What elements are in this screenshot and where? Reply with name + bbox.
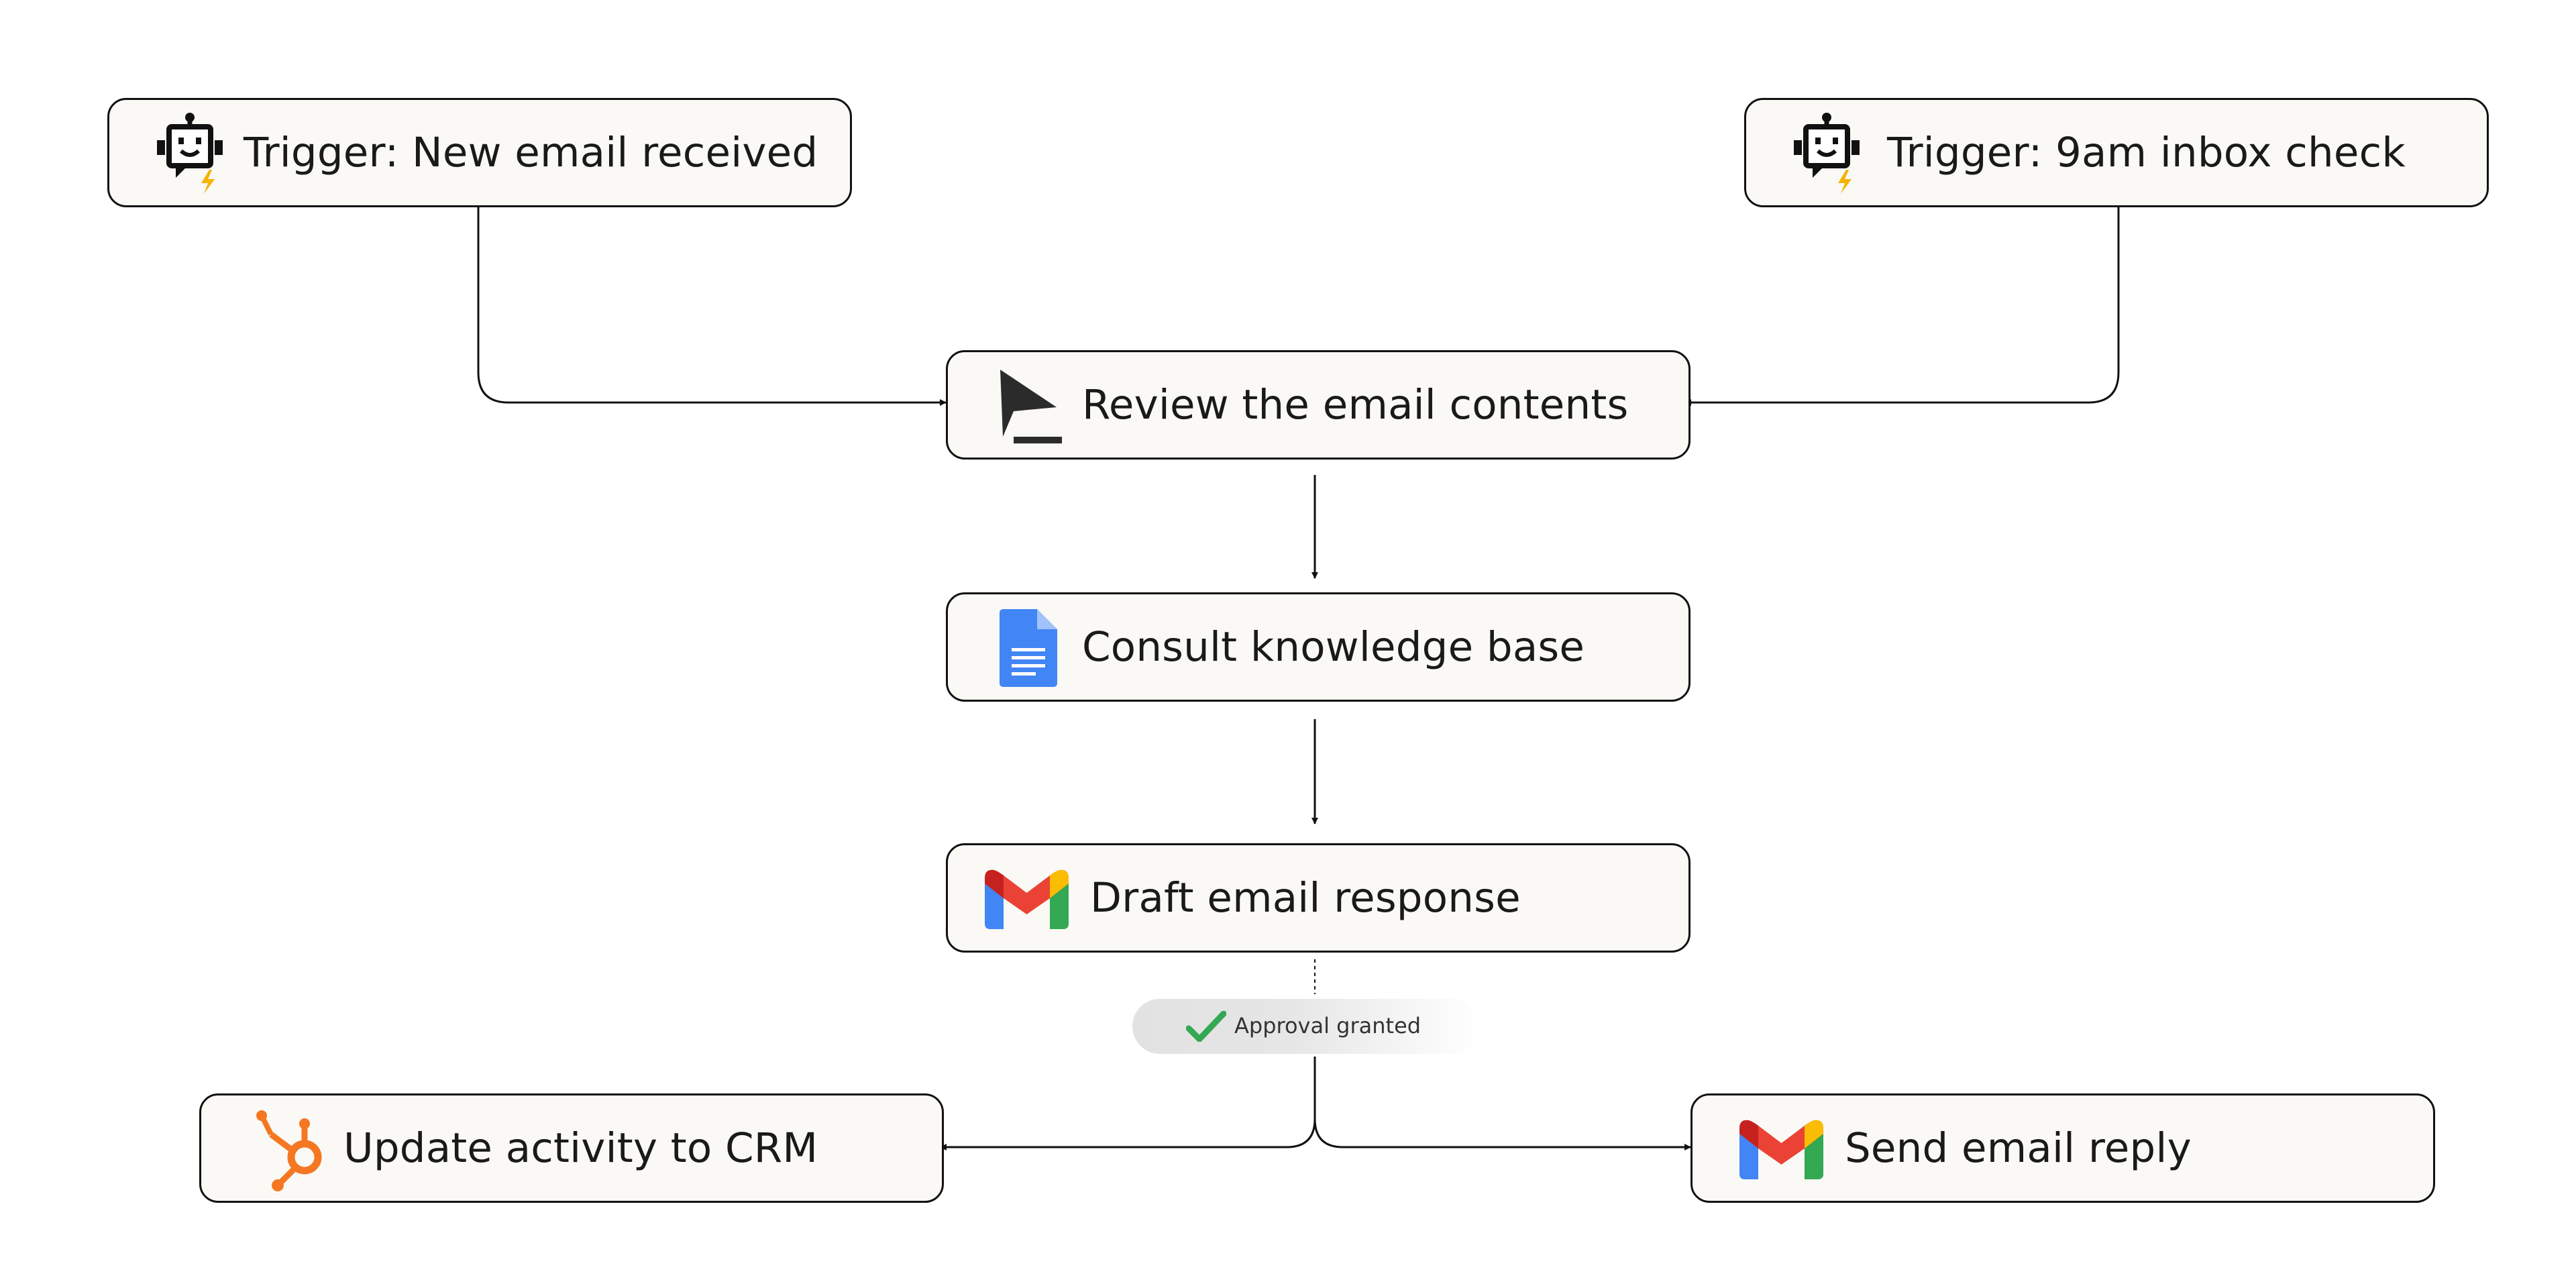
node-review-email[interactable]: Review the email contents <box>946 350 1690 460</box>
node-label: Update activity to CRM <box>343 1124 818 1172</box>
google-docs-icon <box>1000 609 1057 687</box>
agent-cursor-icon <box>1000 370 1062 443</box>
node-send-email-reply[interactable]: Send email reply <box>1690 1093 2435 1203</box>
checkmark-icon <box>1186 1011 1226 1042</box>
node-trigger-new-email[interactable]: Trigger: New email received <box>107 98 852 207</box>
gmail-icon <box>985 869 1069 929</box>
hubspot-icon <box>256 1110 322 1191</box>
node-label: Draft email response <box>1090 874 1521 922</box>
node-label: Review the email contents <box>1082 381 1629 429</box>
node-label: Trigger: 9am inbox check <box>1887 129 2406 176</box>
node-label: Trigger: New email received <box>244 129 818 176</box>
robot-trigger-icon <box>1794 113 1860 194</box>
connector-approval-to-send <box>1313 1118 1691 1150</box>
node-update-crm[interactable]: Update activity to CRM <box>199 1093 944 1203</box>
node-trigger-9am-check[interactable]: Trigger: 9am inbox check <box>1744 98 2489 207</box>
gmail-icon <box>1739 1120 1823 1179</box>
robot-trigger-icon <box>157 113 223 194</box>
node-label: Consult knowledge base <box>1082 623 1585 671</box>
connector-approval-to-crm <box>940 1057 1316 1150</box>
node-consult-knowledge-base[interactable]: Consult knowledge base <box>946 592 1690 702</box>
connector-trigger-email-to-review <box>477 207 947 406</box>
approval-label: Approval granted <box>1234 1013 1421 1038</box>
node-label: Send email reply <box>1845 1124 2192 1172</box>
approval-badge: Approval granted <box>1132 999 1481 1054</box>
node-draft-email[interactable]: Draft email response <box>946 843 1690 953</box>
connector-trigger-schedule-to-review <box>1684 207 2120 406</box>
